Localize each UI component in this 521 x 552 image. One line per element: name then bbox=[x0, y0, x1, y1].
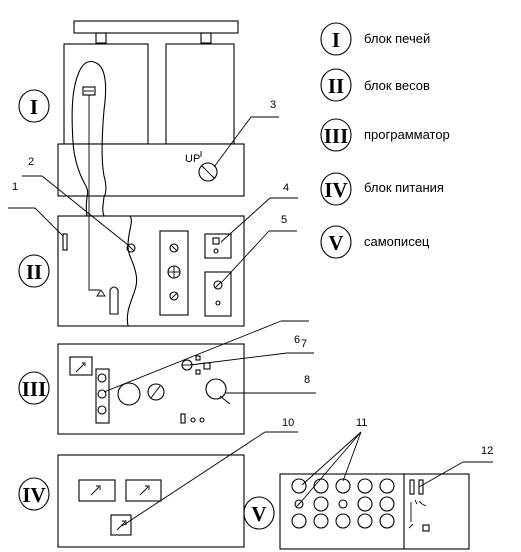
furnace-right-housing bbox=[165, 43, 235, 145]
furnace-top-beam bbox=[73, 20, 239, 34]
programmer-large-dial bbox=[117, 382, 141, 406]
callout-6: 6 bbox=[294, 334, 300, 346]
legend-numeral-III: III bbox=[324, 124, 349, 148]
indicator-box bbox=[204, 233, 232, 259]
legend: I блок печей II блок весов III программа… bbox=[320, 22, 450, 259]
counterweight bbox=[109, 286, 119, 315]
balance-cut-line bbox=[126, 215, 138, 327]
balance-pivot bbox=[96, 289, 106, 297]
legend-label-programmer: программатор bbox=[364, 127, 450, 142]
legend-numeral-IV: IV bbox=[324, 178, 347, 202]
power-supply-block bbox=[57, 454, 245, 548]
balance-wire bbox=[88, 116, 100, 291]
programmer-switch-strip bbox=[95, 368, 110, 424]
legend-numeral-I: I bbox=[332, 28, 340, 52]
callout-12: 12 bbox=[481, 445, 493, 457]
recorder-lamp-1 bbox=[409, 479, 415, 495]
callout-1: 1 bbox=[12, 181, 18, 193]
furnace-right-hanger bbox=[200, 32, 212, 44]
ammeter bbox=[125, 479, 162, 502]
balance-control-panel bbox=[159, 230, 189, 316]
legend-marker-I bbox=[320, 22, 352, 56]
legend-numeral-II: II bbox=[328, 74, 344, 98]
marker-III bbox=[18, 371, 50, 405]
balance-panel bbox=[57, 215, 245, 327]
balance-block bbox=[57, 116, 245, 327]
zero-adjust-box bbox=[204, 271, 232, 317]
callout-3: 3 bbox=[270, 99, 276, 111]
marker-I-text: I bbox=[30, 95, 38, 119]
callout-2: 2 bbox=[28, 156, 34, 168]
callout-5: 5 bbox=[281, 214, 287, 226]
programmer-meter bbox=[69, 356, 93, 376]
furnace-base-panel bbox=[57, 143, 245, 197]
callout-8: 8 bbox=[304, 374, 310, 386]
legend-marker-III bbox=[320, 118, 352, 152]
voltmeter bbox=[78, 479, 116, 502]
legend-label-furnace: блок печей bbox=[364, 31, 430, 46]
callout-10: 10 bbox=[282, 417, 294, 429]
furnace-up-label: UP bbox=[185, 153, 200, 165]
legend-label-recorder: самописец bbox=[364, 234, 430, 249]
marker-IV bbox=[18, 477, 50, 511]
callout-11: 11 bbox=[356, 417, 367, 429]
marker-V bbox=[243, 496, 275, 530]
callouts: 1 2 3 4 5 6 7 8 10 11 bbox=[8, 99, 493, 527]
programmer-small-dial bbox=[147, 383, 165, 401]
marker-I bbox=[18, 89, 50, 123]
marker-II bbox=[18, 254, 50, 288]
programmer-panel bbox=[57, 343, 245, 435]
marker-V-text: V bbox=[251, 502, 266, 526]
marker-III-text: III bbox=[22, 377, 47, 401]
legend-marker-IV bbox=[320, 172, 352, 206]
recorder-panel bbox=[279, 473, 470, 550]
furnace-left-hanger bbox=[95, 32, 107, 44]
programmer-block bbox=[57, 343, 245, 435]
power-indicator bbox=[110, 514, 132, 536]
furnace-block: UP bbox=[57, 20, 245, 198]
marker-IV-text: IV bbox=[22, 483, 45, 507]
balance-knob bbox=[126, 243, 136, 253]
callout-4: 4 bbox=[283, 182, 289, 194]
furnace-opening-outline bbox=[71, 60, 107, 198]
legend-numeral-V: V bbox=[328, 231, 343, 255]
furnace-opening-lower bbox=[72, 141, 89, 198]
marker-II-text: II bbox=[26, 260, 42, 284]
legend-marker-II bbox=[320, 68, 352, 102]
side-slot bbox=[62, 233, 68, 251]
temperature-dial bbox=[205, 378, 227, 400]
callout-7: 7 bbox=[301, 338, 307, 350]
legend-label-balance: блок весов bbox=[364, 78, 430, 93]
legend-marker-V bbox=[320, 225, 352, 259]
legend-label-power: блок питания bbox=[364, 180, 444, 195]
block-markers: I II III IV V bbox=[18, 89, 275, 530]
furnace-dial bbox=[198, 162, 218, 182]
recorder-block bbox=[279, 473, 470, 550]
